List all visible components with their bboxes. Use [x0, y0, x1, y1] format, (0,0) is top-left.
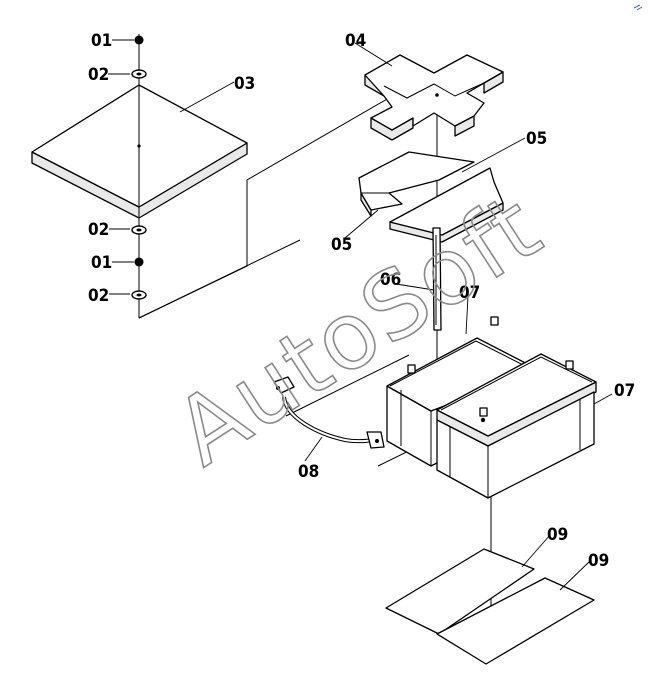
callout-08: 08	[298, 462, 319, 482]
callout-07-front: 07	[614, 381, 635, 401]
callout-01-bottom: 01	[91, 253, 112, 273]
callout-02-middle: 02	[88, 220, 109, 240]
callout-09-right: 09	[588, 551, 609, 571]
callout-labels: 01 02 03 04 05 05 02 01 02 06 07 07 08 0…	[88, 31, 635, 571]
part-06-strap	[432, 227, 442, 331]
callout-03: 03	[234, 74, 255, 94]
callout-01-top: 01	[91, 31, 112, 51]
part-01-nut-top	[134, 35, 144, 45]
callout-07-rear: 07	[459, 283, 480, 303]
callout-02-bottom: 02	[88, 286, 109, 306]
part-04-cross-clamp	[364, 54, 504, 141]
callout-04: 04	[345, 31, 366, 51]
part-09-mat-right	[436, 577, 595, 665]
part-01-nut-bottom	[134, 257, 144, 267]
part-09-mat-left	[385, 548, 535, 635]
part-07-battery-front	[436, 353, 597, 499]
corner-mark	[633, 4, 643, 11]
callout-06: 06	[380, 270, 401, 290]
callout-02-top: 02	[88, 65, 109, 85]
part-05-plate-upper	[358, 151, 475, 217]
leader-lines	[108, 39, 613, 591]
callout-05-right: 05	[526, 129, 547, 149]
part-08-battery-cable	[273, 376, 385, 449]
callout-05-left: 05	[331, 235, 352, 255]
part-02-washer-middle	[131, 225, 147, 235]
callout-09-left: 09	[547, 525, 568, 545]
part-02-washer-bottom	[131, 290, 147, 300]
part-02-washer-top	[131, 69, 147, 79]
